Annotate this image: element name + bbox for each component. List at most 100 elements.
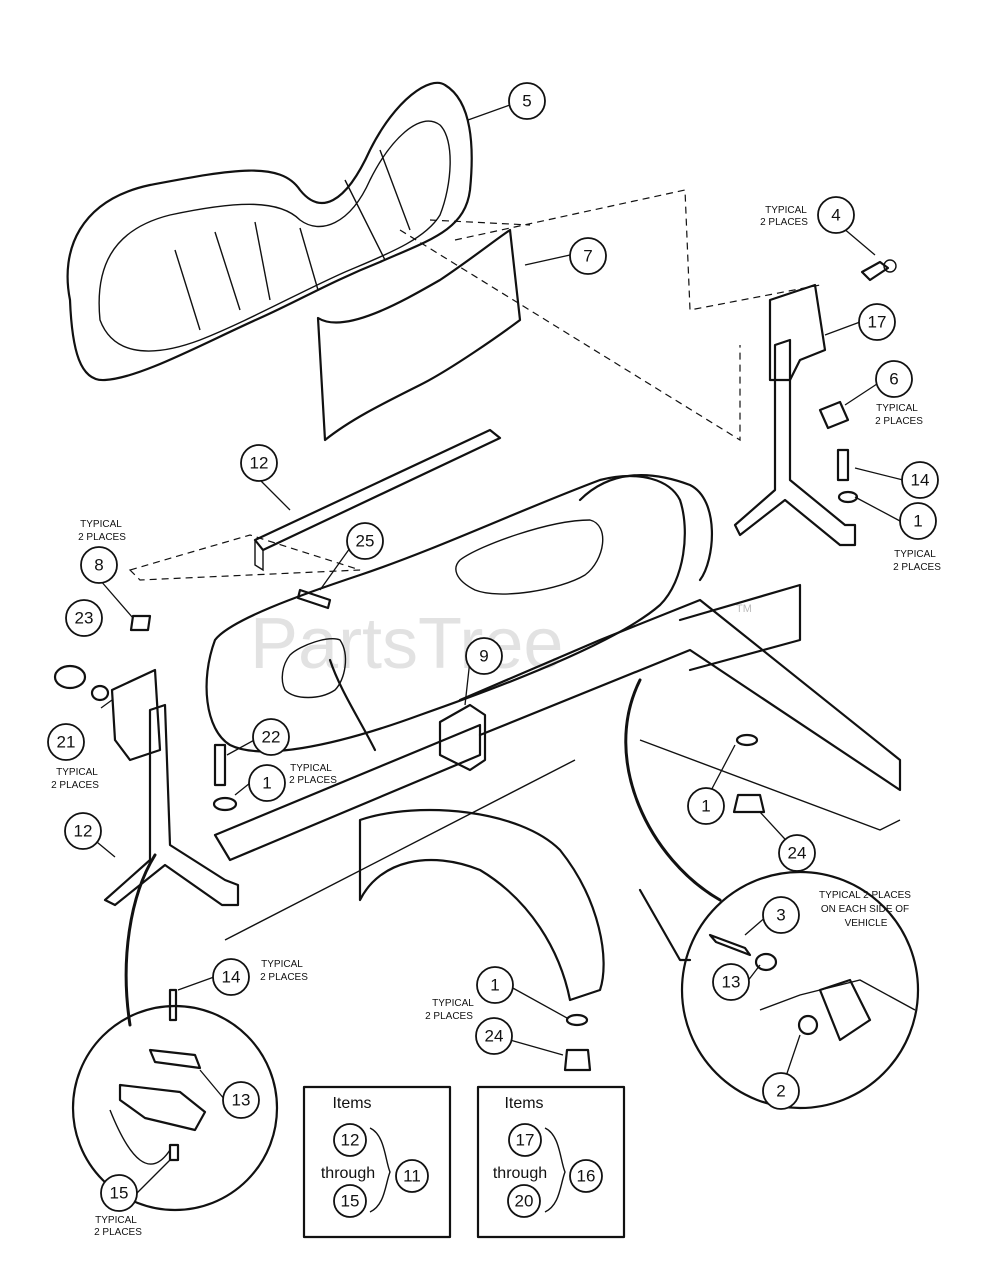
kit-box-11-heading: Items — [332, 1095, 371, 1112]
seat-hinge-bracket — [438, 703, 487, 772]
note-typical-22-b: 2 PLACES — [289, 775, 337, 786]
callout-24-right: 24 — [778, 834, 816, 872]
note-typical-14-a: TYPICAL — [261, 959, 303, 970]
callout-22: 22 — [252, 718, 290, 756]
note-typical-21-a: TYPICAL — [56, 767, 98, 778]
svg-text:22: 22 — [262, 728, 281, 747]
callout-23: 23 — [65, 599, 103, 637]
svg-text:1: 1 — [701, 797, 710, 816]
note-typical-6-a: TYPICAL — [876, 403, 918, 414]
svg-text:7: 7 — [583, 247, 592, 266]
svg-text:25: 25 — [356, 532, 375, 551]
svg-text:14: 14 — [911, 471, 930, 490]
hardware-bolt-6 — [818, 400, 850, 430]
note-typical-8-a: TYPICAL — [80, 519, 122, 530]
watermark-text: PartsTree — [250, 604, 563, 684]
svg-text:21: 21 — [57, 733, 76, 752]
callout-24-bottom: 24 — [475, 1017, 513, 1055]
note-typical-15-a: TYPICAL — [95, 1215, 137, 1226]
kit-box-16-heading: Items — [504, 1095, 543, 1112]
kit-box-11: Items 12 through 15 11 — [302, 1085, 452, 1239]
svg-text:12: 12 — [250, 454, 269, 473]
callout-12-left: 12 — [64, 812, 102, 850]
note-typical-6-b: 2 PLACES — [875, 416, 923, 427]
note-typical-1b-a: TYPICAL — [432, 998, 474, 1009]
hardware-washer-1b — [565, 1013, 589, 1027]
callout-1-center: 1 — [687, 787, 725, 825]
note-typical-15-b: 2 PLACES — [94, 1227, 142, 1238]
detail-arrow-left — [124, 853, 157, 1027]
note-vehicle-b: ON EACH SIDE OF — [821, 904, 909, 915]
seat-back-cushion — [66, 81, 473, 382]
note-typical-1r-a: TYPICAL — [894, 549, 936, 560]
svg-text:1: 1 — [913, 512, 922, 531]
callout-4: 4 — [817, 196, 855, 234]
callout-1-mid: 1 — [248, 764, 286, 802]
seat-bottom-body — [128, 474, 714, 753]
support-bar-top — [253, 428, 502, 572]
callout-8: 8 — [80, 546, 118, 584]
hardware-bolt-14r — [836, 448, 850, 482]
callout-1-bottom: 1 — [476, 966, 514, 1004]
note-typical-1r-b: 2 PLACES — [893, 562, 941, 573]
note-typical-1b-b: 2 PLACES — [425, 1011, 473, 1022]
svg-text:13: 13 — [232, 1091, 251, 1110]
callout-13-bottom: 13 — [222, 1081, 260, 1119]
svg-text:13: 13 — [722, 973, 741, 992]
svg-text:9: 9 — [479, 647, 488, 666]
callout-13-right: 13 — [712, 963, 750, 1001]
kit-box-16-through: through — [493, 1165, 547, 1182]
svg-text:12: 12 — [74, 822, 93, 841]
hardware-washer-1c — [735, 733, 759, 747]
callout-9: 9 — [465, 637, 503, 675]
detail-arrow-right — [624, 678, 722, 902]
detail-view-left — [71, 988, 279, 1212]
callout-25: 25 — [346, 522, 384, 560]
hardware-nut-24r — [732, 793, 766, 814]
callout-3: 3 — [762, 896, 800, 934]
note-typical-21-b: 2 PLACES — [51, 780, 99, 791]
note-vehicle-c: VEHICLE — [845, 918, 888, 929]
svg-text:24: 24 — [788, 844, 807, 863]
callout-7: 7 — [569, 237, 607, 275]
svg-text:24: 24 — [485, 1027, 504, 1046]
callout-1-right: 1 — [899, 502, 937, 540]
note-typical-14-b: 2 PLACES — [260, 972, 308, 983]
svg-text:5: 5 — [522, 92, 531, 111]
hardware-bolt-4 — [860, 259, 897, 282]
callout-2: 2 — [762, 1072, 800, 1110]
svg-text:8: 8 — [94, 556, 103, 575]
callout-14-right: 14 — [901, 461, 939, 499]
svg-text:23: 23 — [75, 609, 94, 628]
kit-box-11-through: through — [321, 1165, 375, 1182]
callout-12-top: 12 — [240, 444, 278, 482]
svg-text:1: 1 — [490, 976, 499, 995]
note-typical-22-a: TYPICAL — [290, 763, 332, 774]
kit-box-11-kit: 11 — [403, 1167, 421, 1186]
note-typical-4-b: 2 PLACES — [760, 217, 808, 228]
right-seat-support — [733, 283, 857, 547]
hardware-bolt-25 — [296, 588, 332, 610]
svg-text:6: 6 — [889, 370, 898, 389]
callout-14-bottom: 14 — [212, 958, 250, 996]
hardware-nut-24b — [563, 1048, 592, 1072]
svg-text:1: 1 — [262, 774, 271, 793]
hardware-pad-8 — [129, 614, 152, 632]
watermark-tm: TM — [736, 603, 752, 615]
kit-box-16: Items 17 through 20 16 — [476, 1085, 626, 1239]
hardware-bolt-22 — [213, 743, 227, 787]
kit-box-16-to: 20 — [515, 1192, 534, 1211]
hardware-nut-23 — [53, 664, 87, 690]
left-seat-support — [103, 668, 240, 907]
callout-17: 17 — [858, 303, 896, 341]
svg-text:2: 2 — [776, 1082, 785, 1101]
svg-text:15: 15 — [110, 1184, 129, 1203]
hardware-washer-1m — [212, 796, 238, 812]
svg-text:3: 3 — [776, 906, 785, 925]
svg-text:14: 14 — [222, 968, 241, 987]
kit-box-16-kit: 16 — [577, 1167, 596, 1186]
callout-6: 6 — [875, 360, 913, 398]
note-typical-8-b: 2 PLACES — [78, 532, 126, 543]
note-vehicle-a: TYPICAL 2 PLACES — [819, 890, 911, 901]
